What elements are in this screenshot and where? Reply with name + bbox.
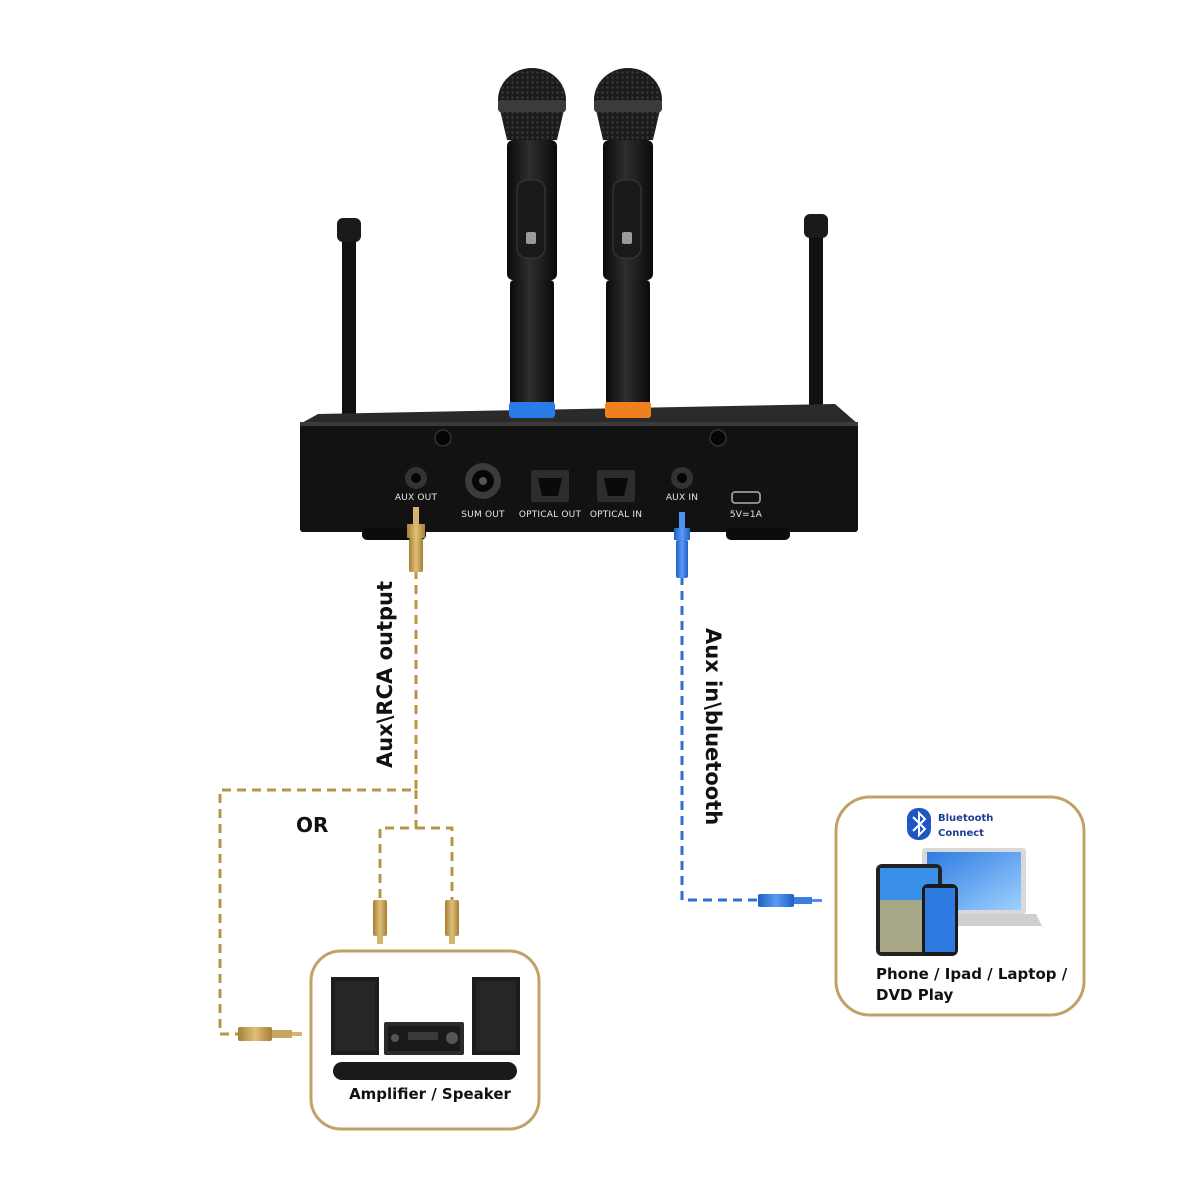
blue-ring [509,402,555,418]
soundbar-icon [333,1062,517,1080]
bluetooth-connect-label: Connect [938,828,984,839]
sum-out-port[interactable] [465,463,501,499]
microphone-left [498,68,566,418]
aux-out-label: AUX OUT [395,493,438,503]
devices-caption-line2: DVD Play [876,986,954,1004]
optical-in-port[interactable] [597,470,635,502]
phone-icon [922,884,958,956]
orange-ring [605,402,651,418]
speaker-right-icon [472,977,520,1055]
av-receiver-icon [384,1022,464,1055]
aux-plug-amplifier [238,1027,302,1041]
devices-box: Bluetooth Connect Phone / Ipad / Laptop … [834,795,1086,1017]
aux-plug-device [758,894,822,907]
microphone-right [594,68,662,418]
wireless-receiver: AUX OUT SUM OUT OPTICAL OUT OPTICAL IN A… [300,214,858,540]
bluetooth-icon [907,808,931,840]
amplifier-speaker-caption: Amplifier / Speaker [349,1085,511,1103]
aux-in-port[interactable] [671,467,693,489]
rca-plug-left [373,900,387,944]
amplifier-speaker-box: Amplifier / Speaker [309,949,541,1131]
receiver-rear-panel [300,422,858,532]
rca-plug-right [445,900,459,944]
aux-in-plug [674,512,690,578]
optical-out-label: OPTICAL OUT [519,510,582,520]
sum-out-label: SUM OUT [461,510,505,520]
usb-label: 5V=1A [730,510,763,520]
aux-rca-output-label: Aux\RCA output [373,581,397,768]
bluetooth-label: Bluetooth [938,813,993,824]
aux-in-bluetooth-label: Aux in\bluetooth [701,628,725,825]
blue-cable [680,576,758,902]
or-label: OR [296,813,328,837]
usb-port[interactable] [731,491,761,504]
aux-out-port[interactable] [405,467,427,489]
speaker-left-icon [331,977,379,1055]
aux-in-label: AUX IN [666,493,698,503]
aux-out-plug [407,507,425,572]
devices-caption-line1: Phone / Ipad / Laptop / [876,965,1068,983]
optical-in-label: OPTICAL IN [590,510,642,520]
optical-out-port[interactable] [531,470,569,502]
gold-cable [218,570,454,1036]
